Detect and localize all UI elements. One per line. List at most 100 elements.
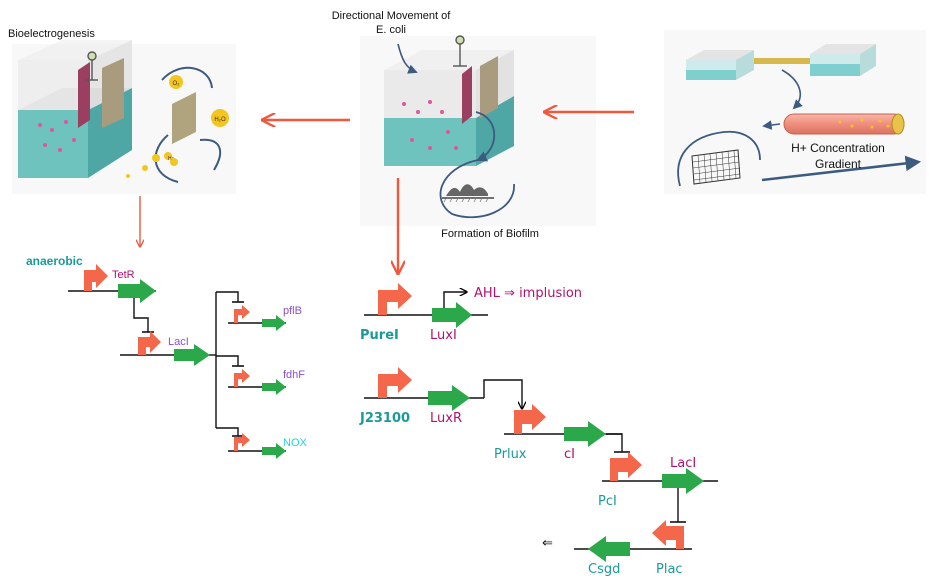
flow-arc-top (161, 66, 213, 89)
label-anaerobic: anaerobic (26, 254, 83, 268)
membrane (462, 66, 472, 124)
label-nox: NOX (283, 437, 308, 449)
right-circuit (364, 283, 718, 562)
gene-tetr-icon (118, 279, 156, 303)
label-pflb: pflB (283, 305, 302, 317)
label-plac: Plac (656, 562, 683, 577)
directional-caption-line2: E. coli (376, 24, 406, 36)
electrode (480, 56, 498, 118)
oxygen-bubble (169, 75, 183, 89)
repression-line-ci (606, 433, 623, 452)
oxygen-label: O₂ (173, 81, 181, 87)
proton-dots (838, 118, 890, 129)
promoter-fdhf-icon (234, 369, 250, 387)
water-label: H₂O (214, 117, 226, 123)
gradient-arrow (761, 155, 922, 182)
promoter-laci-icon (138, 331, 161, 355)
promoter-pflb-icon (234, 305, 250, 323)
membrane (78, 62, 90, 128)
gene-luxR-icon (428, 385, 470, 411)
label-luxI: LuxI (430, 328, 457, 343)
cathode-plate (172, 92, 196, 144)
label-ahl-implusion: AHL ⇒ implusion (474, 286, 582, 301)
biofilm-caption: Formation of Biofilm (441, 228, 539, 240)
tank-glass-front (384, 70, 476, 118)
gradient-panel (664, 30, 926, 194)
proton-label: H⁺ (168, 156, 175, 162)
promoter-j23100-icon (378, 367, 412, 398)
gene-pflb-icon (262, 315, 286, 331)
branch-1 (216, 291, 239, 302)
ahl-output-arrow (443, 292, 466, 308)
biofilm-arc (439, 159, 515, 219)
biofilm-icon (442, 184, 494, 203)
chamber-left-top (686, 50, 754, 60)
label-cI: cI (564, 447, 575, 462)
label-luxR: LuxR (430, 411, 462, 426)
branch-2 (216, 355, 239, 366)
bacteria-dots (38, 120, 76, 152)
tank-glass-front (18, 60, 88, 110)
proton-bubbles (126, 152, 178, 178)
label-prlux: Prlux (494, 447, 527, 462)
bioelectrogenesis-caption: Bioelectrogenesis (8, 28, 95, 40)
gene-nox-icon (262, 443, 286, 459)
salt-bridge-rod (783, 113, 905, 135)
promoter-pureI-icon (378, 283, 412, 315)
water-bubble (211, 109, 229, 127)
label-csgd: Csgd (588, 562, 620, 577)
promoter-prlux-icon (514, 404, 546, 434)
secretion-arrow-icon: ⇐ (542, 536, 553, 551)
promoter-anaerobic-icon (84, 264, 108, 291)
biofilm-arrow (475, 111, 496, 162)
label-j23100: J23100 (359, 411, 410, 426)
label-fdhf: fdhF (283, 369, 305, 381)
bacteria-dots (402, 100, 458, 150)
gene-fdhf-icon (262, 379, 286, 395)
directional-caption-line1: Directional Movement of (332, 10, 452, 22)
bioelectrogenesis-panel: O₂ H₂O H⁺ (12, 40, 236, 194)
activation-arrow-luxr (483, 379, 522, 408)
label-tetr: TetR (112, 269, 135, 281)
tank-water-front (384, 118, 476, 166)
electrode-arc (677, 130, 761, 187)
rod-arrow (762, 120, 781, 130)
gene-laci-right-icon (662, 468, 704, 494)
electrode-figure-icon (86, 51, 98, 81)
gene-cI-icon (564, 421, 606, 447)
directional-panel (360, 35, 596, 226)
promoter-plac-icon (652, 520, 684, 549)
chamber-left-side (736, 50, 754, 80)
label-laci-right: LacI (670, 456, 696, 471)
repression-line-1 (133, 298, 149, 332)
rod-cap (891, 113, 905, 135)
left-circuit (68, 264, 286, 459)
branch-3 (216, 427, 239, 436)
gene-laci-icon (174, 344, 210, 366)
chamber-right-side (860, 44, 876, 76)
electrode-grid (691, 149, 741, 185)
tank-glass-top (18, 40, 132, 60)
flow-arc-right (199, 138, 222, 171)
label-pci: PcI (598, 494, 617, 509)
electrode-figure-icon (453, 35, 467, 67)
chamber-right-top (810, 44, 876, 54)
movement-arrow (397, 43, 418, 74)
gradient-caption-line2: Gradient (815, 157, 862, 171)
flow-arrows (140, 112, 634, 272)
tank-water-front (18, 110, 88, 178)
label-pureI: PureI (360, 328, 399, 343)
electrode (102, 58, 124, 128)
chamber-left-water (686, 70, 736, 80)
gradient-caption-line1: H+ Concentration (791, 141, 885, 155)
salt-bridge (754, 58, 810, 64)
chamber-right-water (810, 64, 860, 76)
zoom-arrow (781, 69, 803, 110)
gene-luxI-icon (432, 302, 472, 328)
gene-csgd-icon (588, 536, 630, 562)
label-laci-left: LacI (168, 336, 189, 348)
promoter-nox-icon (234, 433, 250, 451)
promoter-pci-icon (610, 452, 642, 481)
